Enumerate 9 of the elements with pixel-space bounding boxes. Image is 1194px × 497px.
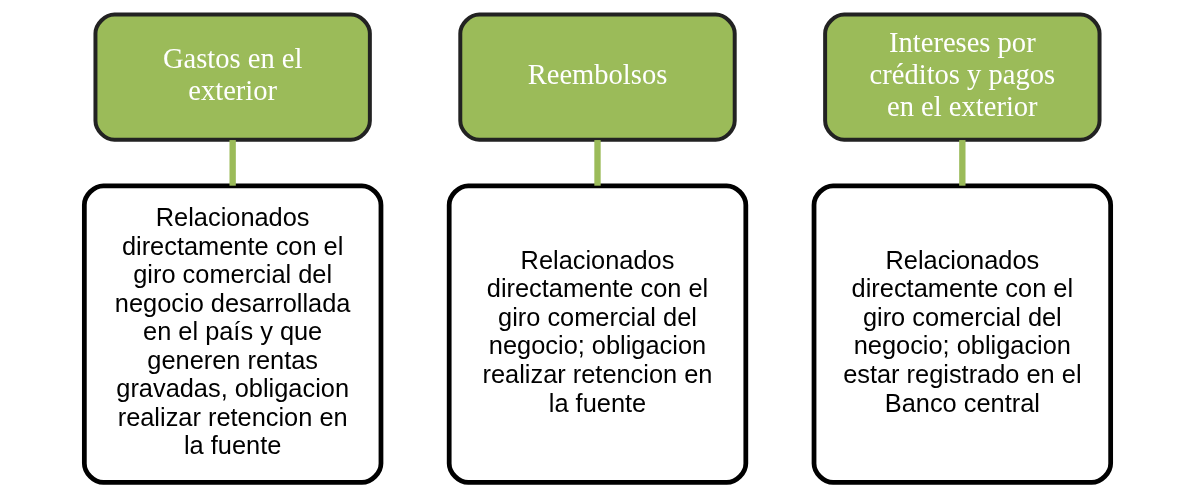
node-box: Gastos en el exterior xyxy=(92,12,372,142)
node-box: Relacionados directamente con el giro comercial del negocio desarrollada en el país y que generen rentas gravadas, obligacion realizar retencion en la fuente xyxy=(81,183,383,485)
connector xyxy=(229,140,236,186)
node-box: Intereses por créditos y pagos en el exterior xyxy=(822,12,1102,142)
connector xyxy=(593,140,601,186)
connector xyxy=(958,140,965,186)
node-box: Relacionados directamente con el giro comercial del negocio; obligacion realizar retencion en la fuente xyxy=(446,183,748,485)
node-box: Reembolsos xyxy=(457,12,737,142)
node-box: Relacionados directamente con el giro comercial del negocio; obligacion estar registrado en el Banco central xyxy=(811,183,1113,485)
